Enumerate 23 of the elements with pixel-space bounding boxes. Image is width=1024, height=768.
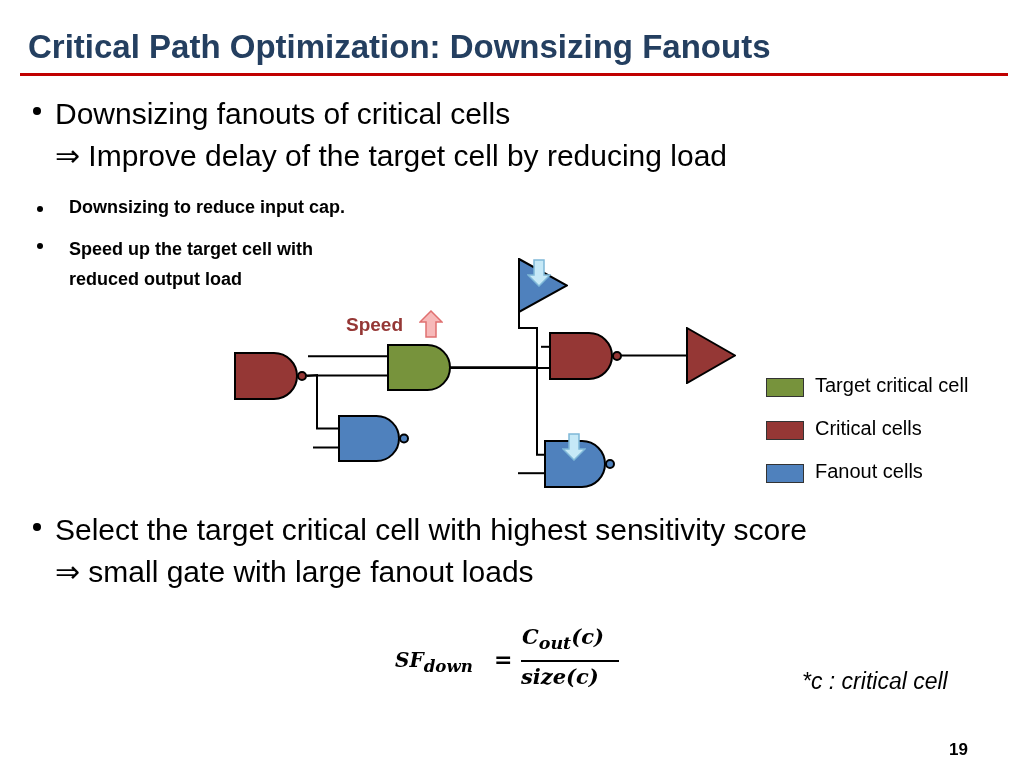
- legend-label: Fanout cells: [815, 460, 923, 483]
- slide-title: Critical Path Optimization: Downsizing Fanouts: [28, 28, 771, 66]
- wire: [517, 472, 546, 475]
- bullet-point-text: Select the target critical cell with highest sensitivity score: [55, 512, 807, 548]
- legend-label: Target critical cell: [815, 374, 969, 397]
- wire: [621, 354, 688, 357]
- formula-lhs: SF$_{down}$: [395, 648, 473, 676]
- fraction-numerator: C$_{out}$(c): [522, 624, 604, 655]
- equals-sign: =: [494, 646, 513, 673]
- bullet-point-text: ⇒ Improve delay of the target cell by reducing load: [55, 138, 728, 174]
- wire: [312, 446, 340, 449]
- sub-bullet-text: Downsizing to reduce input cap.: [69, 197, 345, 219]
- page-number: 19: [949, 740, 968, 761]
- bullet-point-text: Downsizing fanouts of critical cells: [55, 96, 511, 132]
- fraction-denominator: size(c): [521, 664, 599, 690]
- footnote: *c : critical cell: [802, 668, 948, 696]
- sub-bullet-text: Speed up the target cell with reduced output load: [69, 238, 315, 291]
- bullet-point-text: ⇒ small gate with large fanout loads: [55, 554, 534, 590]
- wire: [306, 373, 340, 430]
- legend-label: Critical cells: [815, 417, 922, 440]
- speed-label: Speed: [346, 314, 404, 336]
- wire: [307, 355, 389, 358]
- wire: [449, 366, 546, 456]
